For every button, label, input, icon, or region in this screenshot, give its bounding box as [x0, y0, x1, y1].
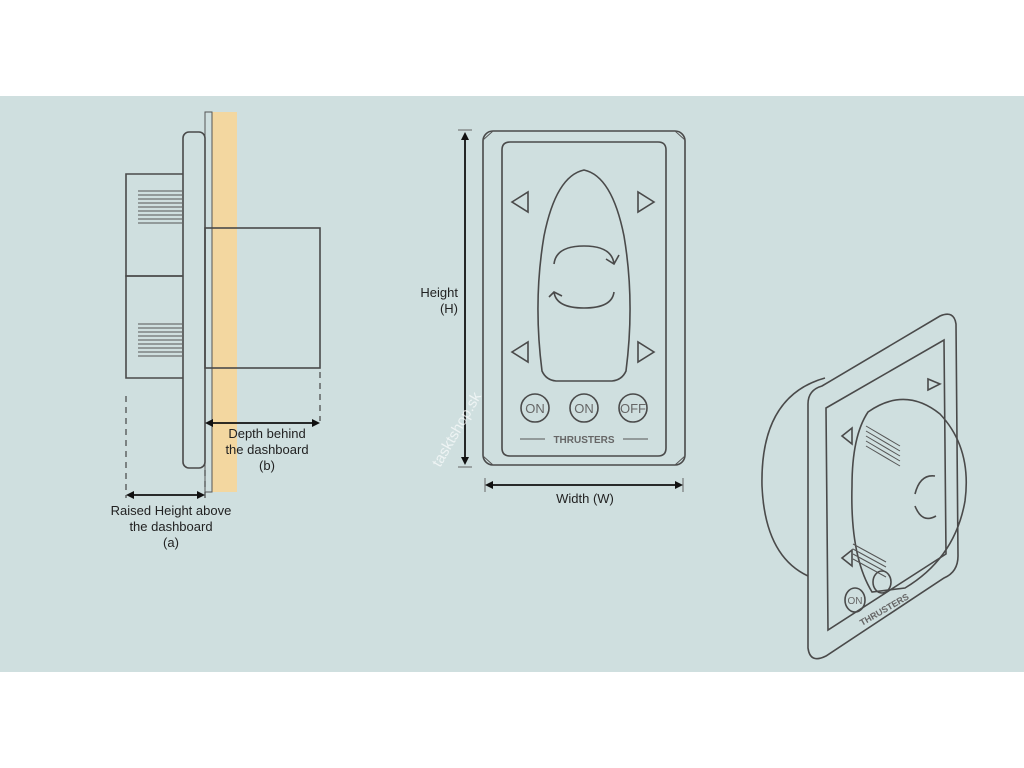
rear-housing	[204, 227, 321, 369]
off-button-label: OFF	[620, 401, 646, 416]
depth-label-line2: the dashboard	[225, 442, 309, 457]
on-button-2	[569, 393, 599, 423]
switch-bezel-side	[182, 131, 206, 469]
on-button-2-label: ON	[574, 401, 594, 416]
switch-knob-lower	[125, 275, 183, 379]
switch-bezel-front	[482, 130, 686, 466]
on-button-1	[520, 393, 550, 423]
off-button	[618, 393, 648, 423]
iso-second-button	[872, 570, 892, 594]
rotate-arrow-lower	[548, 291, 615, 309]
dashboard-panel	[212, 112, 237, 492]
dashboard-surface	[204, 111, 213, 493]
height-label: Height (H)	[400, 285, 458, 317]
brand-text: THRUSTERS	[553, 435, 614, 446]
iso-arrow-left-upper-icon	[840, 426, 853, 446]
isometric-view: ON THRUSTERS	[761, 313, 968, 660]
depth-label: Depth behind the dashboard (b)	[212, 426, 322, 474]
arrow-right-upper-icon	[637, 190, 656, 214]
grip-ribs-lower	[138, 323, 182, 357]
front-view: ON ON OFF THRUSTERS tasktshop.sk	[429, 129, 686, 492]
side-view	[125, 111, 321, 499]
diagram-drawing: ON ON OFF THRUSTERS tasktshop.sk	[125, 111, 968, 660]
iso-rotate-arrow	[914, 475, 937, 520]
iso-arrow-left-lower-icon	[840, 548, 853, 568]
iso-face	[825, 338, 947, 632]
grip-ribs-upper	[138, 190, 182, 224]
raised-label-line2: the dashboard	[129, 519, 213, 534]
switch-face	[501, 141, 667, 457]
raised-label-line3: (a)	[163, 535, 179, 550]
depth-label-line1: Depth behind	[228, 426, 306, 441]
iso-on-button-label: ON	[848, 596, 863, 607]
height-label-line2: (H)	[439, 301, 458, 316]
iso-arrow-right-icon	[927, 377, 942, 392]
switch-knob-upper	[125, 173, 183, 277]
height-label-line1: Height	[420, 285, 458, 300]
iso-grip-ribs-upper	[865, 425, 901, 467]
iso-on-button	[844, 587, 866, 613]
diagram-canvas: ON ON OFF THRUSTERS tasktshop.sk	[0, 96, 1024, 672]
raised-label-line1: Raised Height above	[110, 503, 232, 518]
bow-stern-knob	[537, 169, 631, 382]
iso-knob	[851, 398, 968, 593]
arrow-left-upper-icon	[510, 190, 529, 214]
on-button-1-label: ON	[525, 401, 545, 416]
watermark-text: tasktshop.sk	[429, 389, 486, 470]
iso-grip-ribs-lower	[852, 543, 887, 578]
depth-label-line3: (b)	[259, 458, 275, 473]
arrow-right-lower-icon	[637, 340, 656, 364]
rear-cylinder	[761, 377, 826, 577]
raised-height-label: Raised Height above the dashboard (a)	[96, 503, 246, 551]
iso-brand-text: THRUSTERS	[858, 592, 911, 628]
arrow-left-lower-icon	[510, 340, 529, 364]
rotate-arrow-upper	[553, 245, 620, 266]
iso-bezel	[807, 313, 959, 660]
width-label: Width (W)	[556, 491, 614, 506]
